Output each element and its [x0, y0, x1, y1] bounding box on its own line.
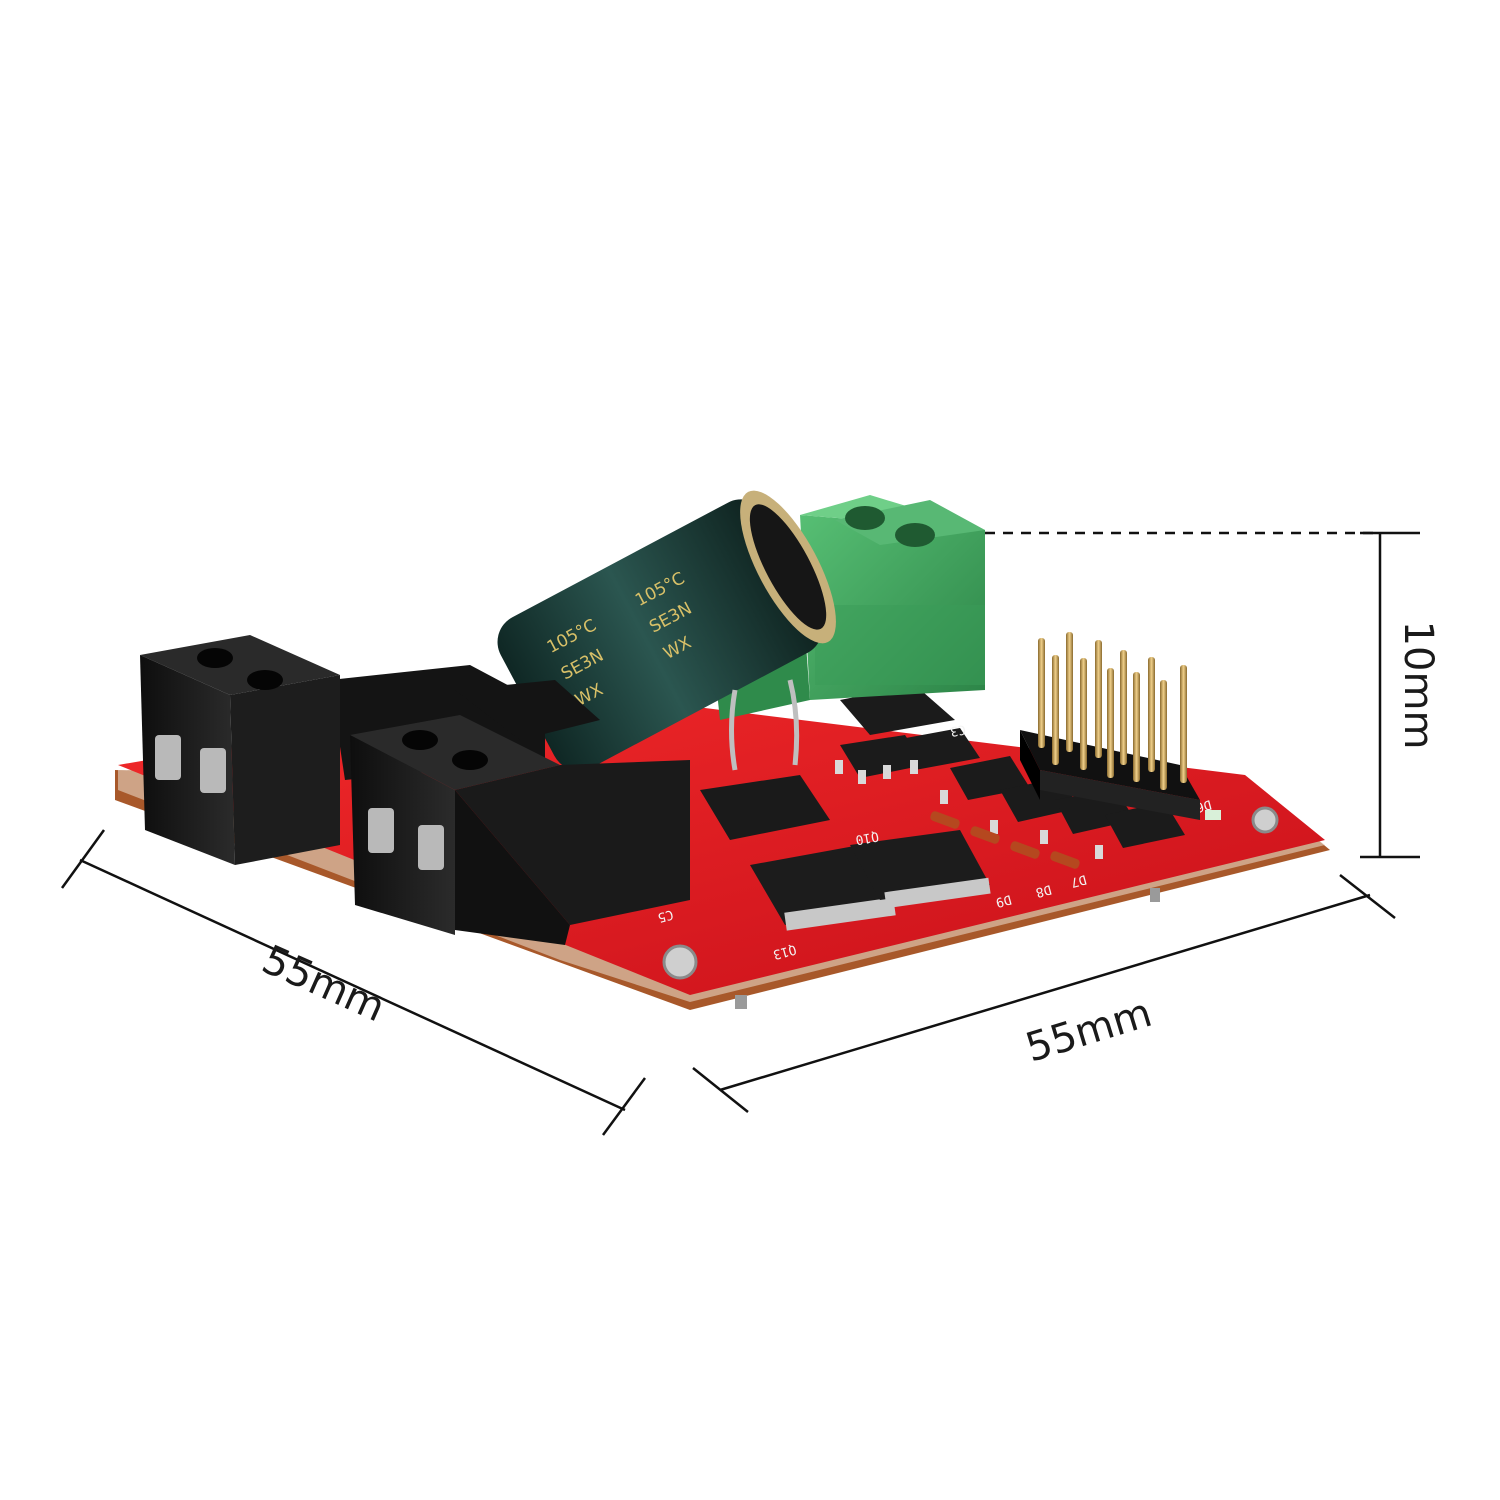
silk-q10: Q10: [854, 828, 880, 847]
mosfet-chips: [700, 685, 1221, 931]
dimension-label-width: 55mm: [255, 937, 391, 1031]
dimension-right: [692, 874, 1396, 1113]
silk-q13: Q13: [771, 941, 798, 962]
dimension-label-depth: 55mm: [1020, 990, 1157, 1072]
dimension-height: [985, 531, 1420, 859]
dimension-left: [60, 829, 647, 1136]
ic-chip: [700, 775, 830, 840]
silk-d8: D8: [1034, 881, 1053, 900]
terminal-screw-hole: [197, 648, 233, 668]
terminal-screw-hole: [402, 730, 438, 750]
pin-header: [1020, 632, 1200, 820]
silk-d9: D9: [994, 891, 1013, 910]
terminal-screw-hole: [895, 523, 935, 547]
silk-c3: C3: [949, 721, 967, 738]
mounting-hole: [1251, 806, 1279, 834]
silk-c5: C5: [656, 906, 675, 925]
terminal-screw-hole: [845, 506, 885, 530]
dimension-label-height: 10mm: [1395, 621, 1441, 750]
terminal-screw-hole: [247, 670, 283, 690]
led: [1205, 810, 1221, 820]
mounting-hole: [662, 944, 698, 980]
black-screw-terminal-right: [350, 680, 690, 945]
silk-d7: D7: [1069, 871, 1088, 890]
terminal-screw-hole: [452, 750, 488, 770]
